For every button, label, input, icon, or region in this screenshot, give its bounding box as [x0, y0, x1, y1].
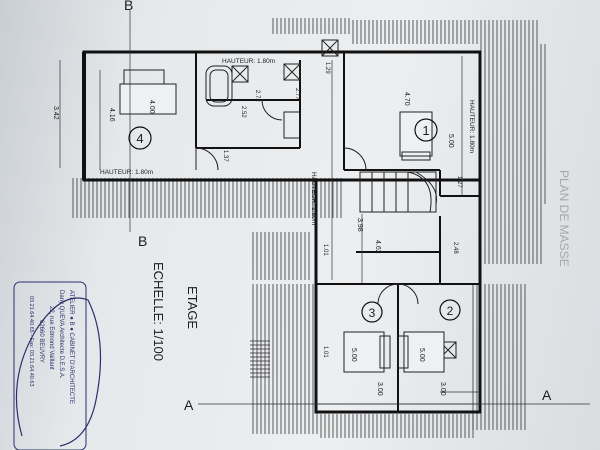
- staircase: [359, 171, 438, 213]
- room-3-dim-b: 3.00: [376, 382, 383, 396]
- room-2-dim-a: 5.00: [418, 348, 425, 362]
- dimension-labels: 4.00 4.16 3.42 5.00 4.70 5.00 3.00 5.00 …: [52, 62, 462, 396]
- room-1-number: 1: [422, 123, 429, 138]
- room-4-number: 4: [136, 131, 143, 146]
- door-swings: [195, 99, 419, 305]
- dim-272: 2.72: [254, 90, 260, 102]
- room-2-number: 2: [447, 304, 454, 318]
- dim-342: 3.42: [52, 106, 59, 120]
- drawing-title: ETAGE: [185, 286, 200, 329]
- stamp-line-3: 22, rue Edmond Vaillant: [48, 306, 54, 370]
- dim-252: 2.52: [240, 106, 246, 118]
- dimension-lines: [59, 10, 590, 405]
- height-notes: HAUTEUR: 1.80m HAUTEUR: 1.80m HAUTEUR: 1…: [100, 58, 475, 225]
- height-note-room4: HAUTEUR: 1.80m: [100, 169, 153, 176]
- room-1-dim-b: 4.70: [403, 92, 410, 106]
- room-4-dim-a: 4.00: [148, 100, 155, 114]
- stamp-line-1: ATELIER ● B ● CABINET D'ARCHITECTE: [68, 290, 74, 404]
- section-mark-a-left: A: [184, 397, 194, 413]
- section-mark-a-right: A: [542, 387, 552, 403]
- section-markers: B B A A: [124, 0, 552, 413]
- section-mark-b-top: B: [124, 0, 133, 13]
- room-4-dim-b: 4.16: [108, 108, 115, 122]
- site-plan-label: PLAN DE MASSE: [557, 170, 571, 267]
- title-block: ETAGE ECHELLE: 1/100: [151, 262, 200, 361]
- stamp-line-4: 62660 BEUVRY: [38, 320, 44, 363]
- architect-stamp: ATELIER ● B ● CABINET D'ARCHITECTE Dany …: [13, 281, 102, 450]
- dim-248: 2.48: [452, 242, 458, 254]
- dim-462: 4.62: [374, 240, 381, 254]
- section-mark-b-bottom: B: [138, 233, 147, 249]
- stamp-line-5: 03.21.64.40.65 - Fax: 03.21.64.40.63: [28, 296, 34, 387]
- height-note-bath: HAUTEUR: 1.80m: [222, 58, 275, 65]
- stamp-line-2: Dany QUEVA Architecte D.E.S.A.: [58, 290, 64, 379]
- dim-137: 1.37: [222, 150, 228, 162]
- room-3-dim-a: 5.00: [350, 348, 357, 362]
- dim-398: 3.98: [356, 218, 363, 232]
- room-2-dim-b: 3.00: [439, 382, 446, 396]
- height-note-corridor: HAUTEUR: 1.80m: [310, 172, 317, 225]
- room-1-dim-a: 5.00: [447, 134, 454, 148]
- dim-101-b: 1.01: [322, 346, 328, 358]
- height-note-room1: HAUTEUR: 1.80m: [468, 100, 475, 153]
- roof-hatching: [72, 18, 548, 438]
- dim-127: 1.27: [456, 176, 462, 188]
- dim-129: 1.29: [324, 62, 330, 74]
- room-numbers: 1 2 3 4: [128, 118, 461, 323]
- dim-101-a: 1.01: [322, 244, 328, 256]
- drawing-scale: ECHELLE: 1/100: [151, 262, 166, 361]
- room-3-number: 3: [369, 306, 376, 320]
- dim-277: 2.77: [294, 88, 300, 100]
